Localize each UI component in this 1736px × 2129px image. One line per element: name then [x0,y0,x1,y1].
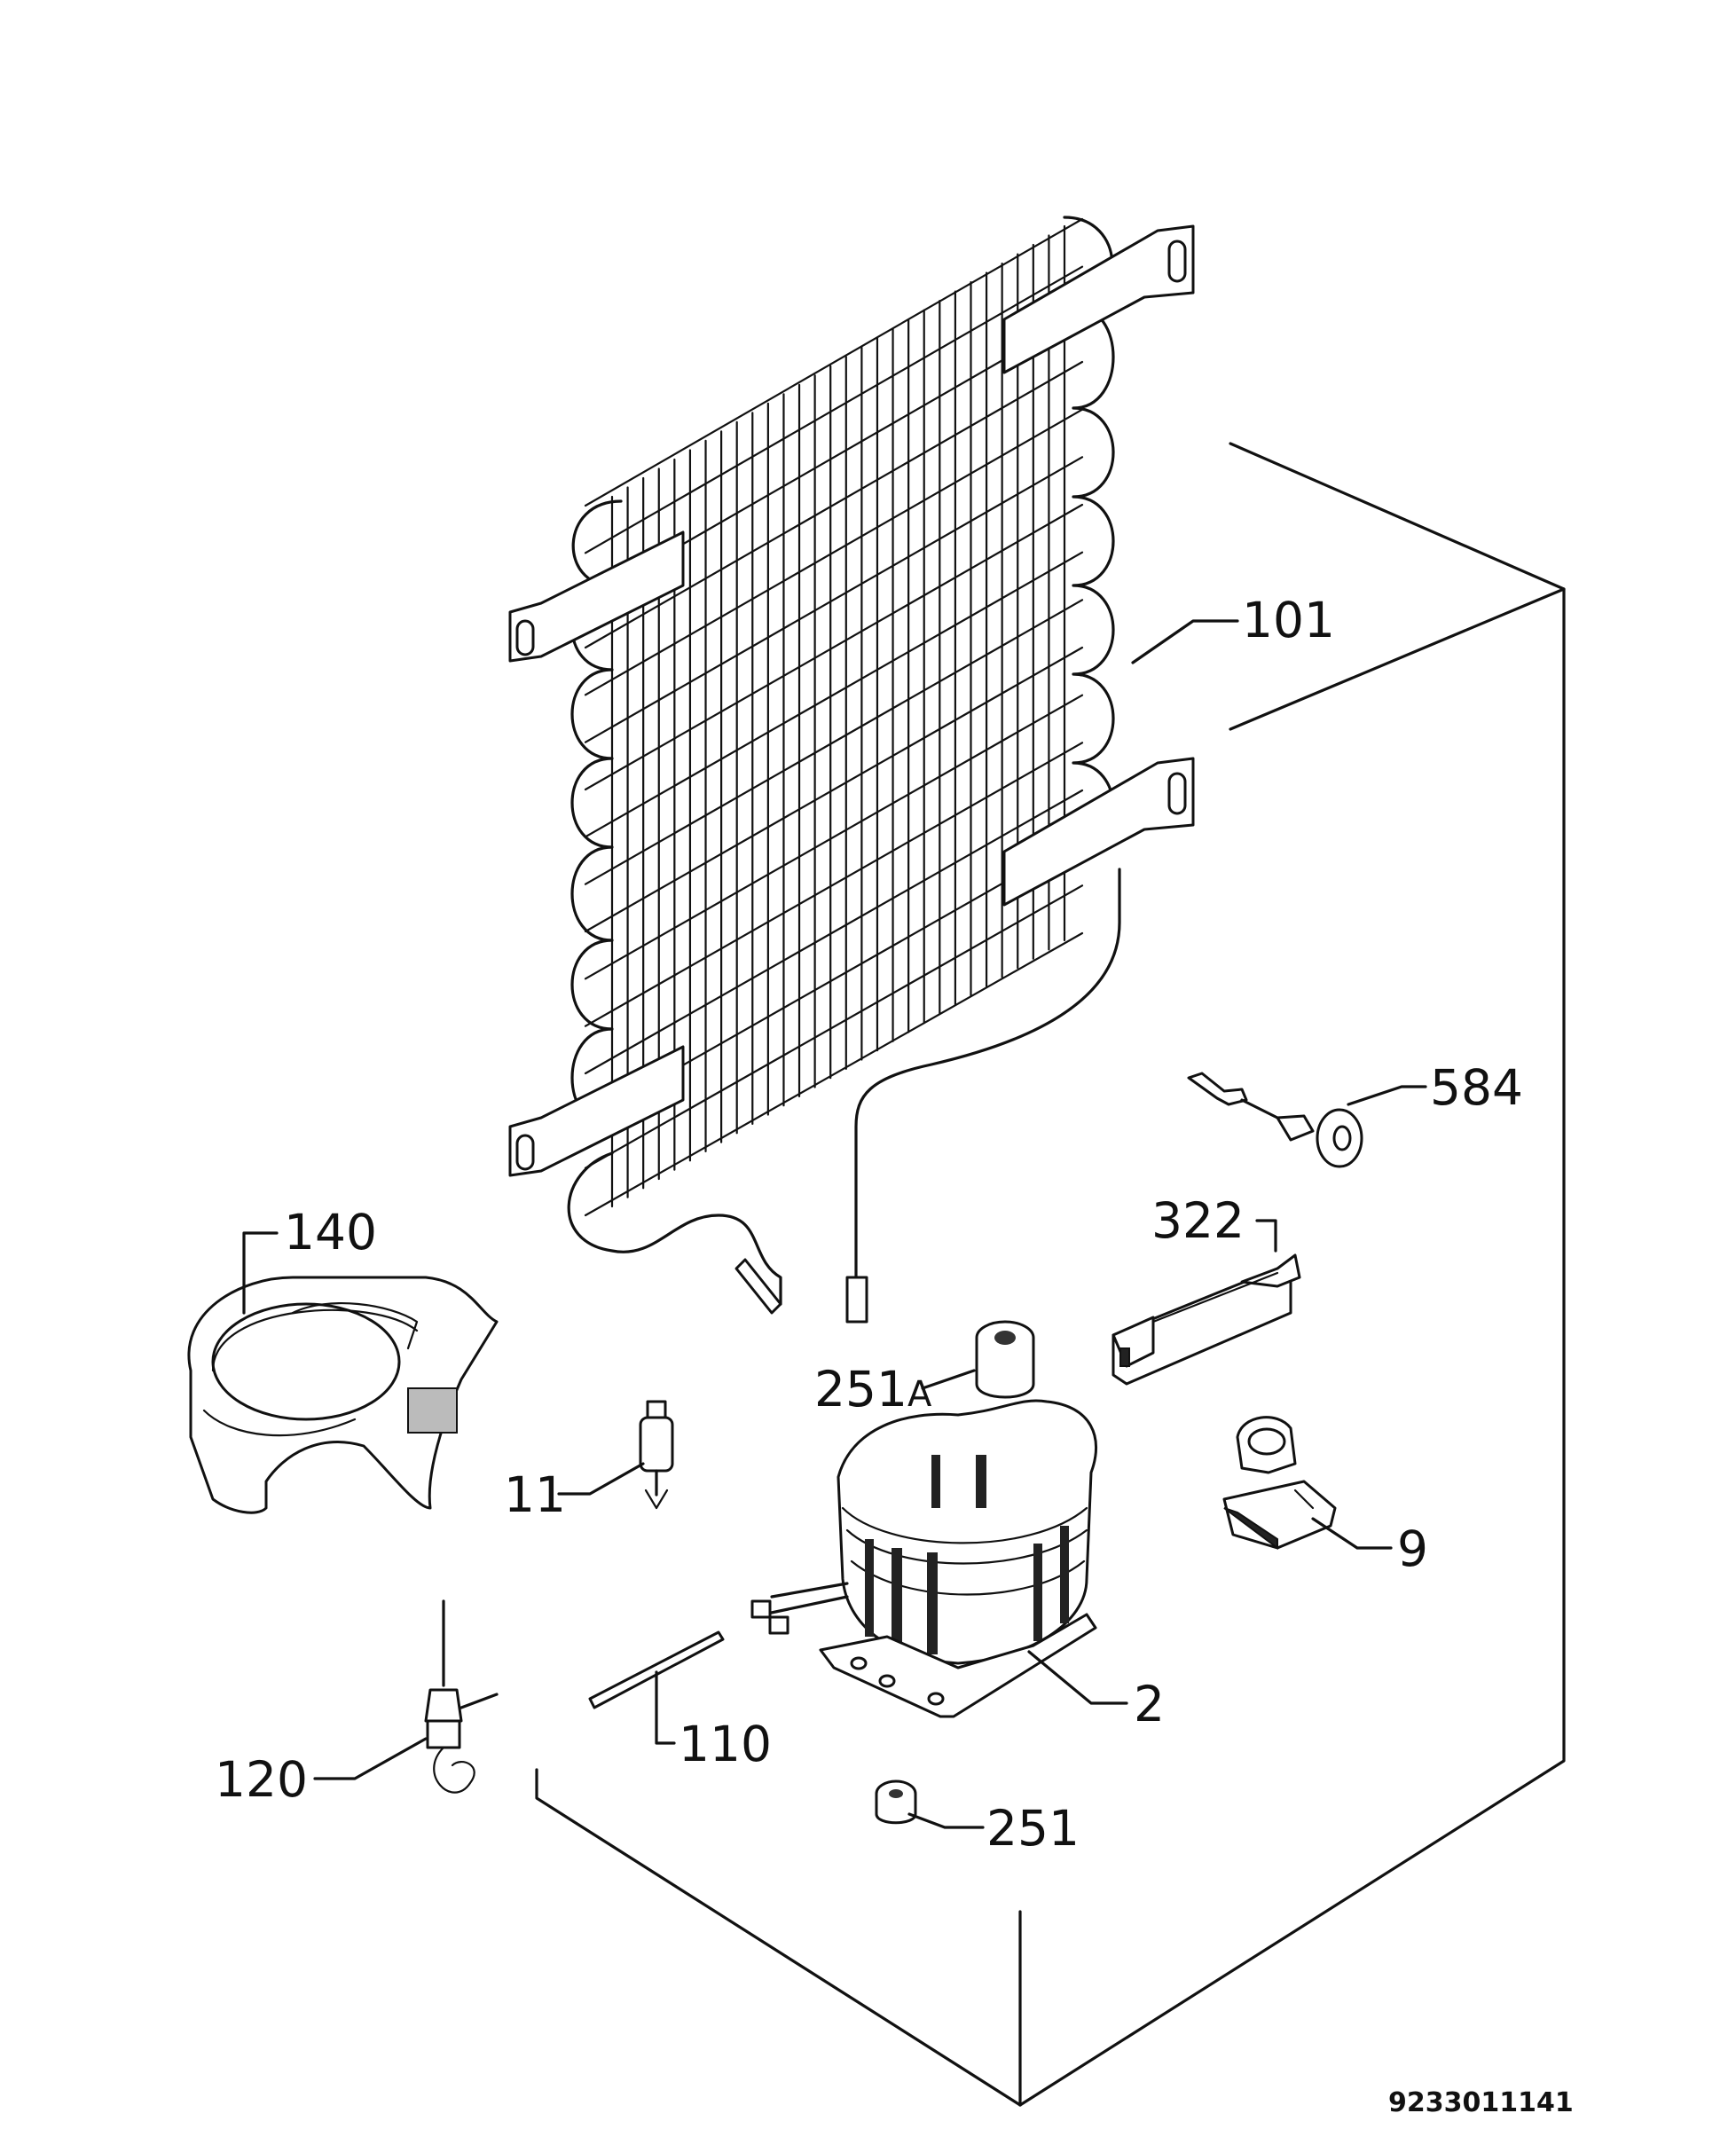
condenser-support-bar [584,599,1084,885]
document-number: 9233011141 [1388,2087,1574,2118]
condenser-support-bar [584,551,1084,838]
part-label-101: 101 [1242,592,1335,648]
condenser-support-bar [584,456,1084,743]
part-label-584: 584 [1430,1059,1523,1116]
part-label-2: 2 [1134,1676,1165,1732]
condenser-support-bar [584,217,1084,507]
compressor-part [750,1399,1098,1718]
grommet-a-part [975,1320,1035,1399]
part-label-110: 110 [679,1716,772,1772]
filter-dryer-part [639,1400,674,1510]
part-label-322: 322 [1151,1192,1245,1249]
part-label-120: 120 [215,1751,308,1808]
relay-clip-part [1222,1416,1337,1550]
thermostat-probe-part [1187,1072,1363,1168]
bracket-part [1112,1253,1301,1386]
cabinet-outline [535,442,1566,2107]
condenser-support-bar [584,646,1084,933]
condenser-mounting-brackets [508,224,1195,1177]
part-label-251a: 251A [814,1361,932,1418]
part-label-251: 251 [986,1800,1080,1857]
part-label-11: 11 [504,1466,566,1523]
condenser-support-bar [584,408,1084,696]
condenser-support-bar [584,884,1084,1169]
condenser-part [508,216,1195,1324]
grommet-part [875,1779,917,1825]
part-label-140: 140 [284,1204,377,1261]
part-labels: 101 584 322 140 251A 11 9 2 110 120 251 [215,592,1523,1857]
part-label-9: 9 [1397,1520,1428,1577]
condenser-support-bar [584,789,1084,1075]
drip-tray-part [187,1276,499,1514]
process-tube-part [588,1630,725,1709]
condenser-support-bar [584,694,1084,980]
condenser-support-bar [584,503,1084,791]
condenser-support-bar [584,360,1084,649]
service-valve-part [424,1599,499,1794]
condenser-support-bar [584,931,1084,1217]
condenser-support-bar [584,265,1084,554]
leader-lines [242,619,1427,1829]
condenser-support-bar [584,742,1084,1027]
